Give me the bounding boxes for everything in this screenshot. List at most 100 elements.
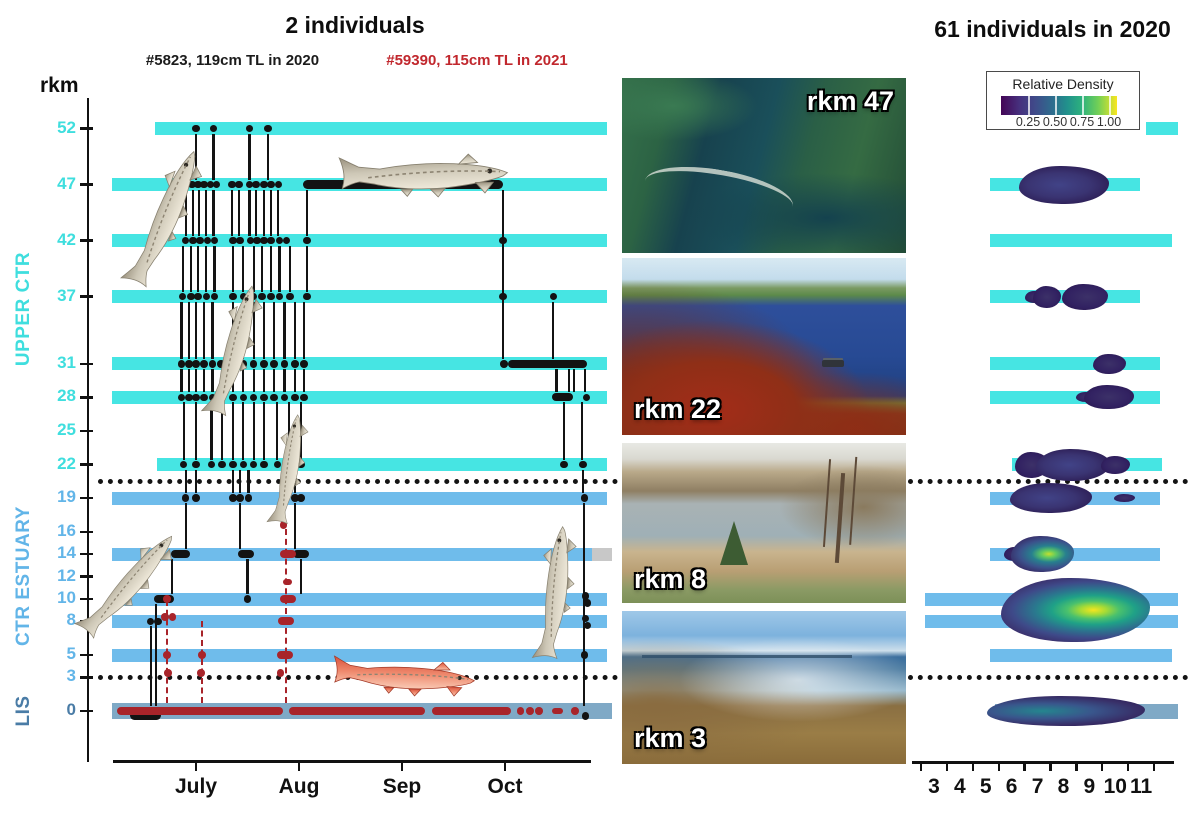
detection-dot (500, 360, 508, 368)
detection-dot (260, 360, 268, 368)
colorbar-tick (1109, 96, 1111, 115)
movement-line (180, 301, 183, 359)
movement-line (572, 368, 576, 393)
y-tick-label-12: 12 (57, 565, 76, 585)
detection-dot (275, 292, 284, 301)
detection-dot (229, 236, 237, 245)
detection-dot (200, 393, 209, 402)
movement-line (248, 189, 251, 236)
x-axis-tick (1049, 763, 1052, 771)
movement-line (273, 301, 276, 359)
density-blob-rkm-28 (1083, 385, 1134, 410)
density-blob-rkm-37 (1061, 283, 1108, 310)
y-axis-tick (80, 239, 93, 242)
detection-bar (292, 550, 310, 559)
detection-dot (535, 707, 543, 715)
y-axis-tick (80, 183, 93, 186)
colorbar-label: 0.75 (1069, 115, 1095, 129)
photo-label-rkm-8: rkm 8 (634, 564, 707, 594)
y-tick-label-3: 3 (66, 666, 76, 686)
y-tick-label-31: 31 (57, 352, 76, 372)
detection-dot (260, 460, 268, 469)
detection-bar (288, 707, 425, 715)
detection-dot (161, 613, 169, 621)
detection-dot (177, 393, 186, 402)
detection-dot (549, 292, 558, 301)
detection-dot (164, 669, 172, 677)
detection-dot (200, 360, 209, 368)
movement-line (171, 559, 174, 594)
y-axis-tick (80, 295, 93, 298)
movement-line (184, 469, 187, 494)
detection-dot (246, 236, 255, 245)
movement-line (231, 245, 235, 292)
x-axis-tick (297, 762, 301, 771)
density-blob-rkm-22 (1100, 455, 1130, 474)
movement-line (213, 245, 216, 292)
movement-line (187, 368, 190, 393)
y-tick-label-8: 8 (66, 610, 76, 630)
density-blob-rkm-31 (1093, 353, 1126, 374)
movement-line (252, 245, 255, 292)
river-band-rkm-5 (990, 648, 1172, 662)
detection-dot (181, 236, 190, 245)
movement-line (293, 301, 296, 359)
y-tick-label-16: 16 (57, 520, 76, 540)
x-axis-tick (1101, 763, 1104, 771)
y-tick-label-52: 52 (57, 117, 76, 137)
detection-bar (171, 550, 190, 559)
month-label-Oct: Oct (487, 775, 523, 798)
movement-line (260, 245, 263, 292)
river-band-rkm-28 (990, 390, 1160, 404)
region-boundary-dotted-line (908, 675, 1188, 680)
detection-dot (583, 599, 592, 607)
detection-dot (579, 460, 588, 469)
movement-line (270, 189, 273, 236)
month-number-11: 11 (1130, 775, 1153, 798)
movement-line (584, 368, 587, 393)
movement-line (262, 189, 266, 236)
movement-line (501, 189, 505, 359)
movement-line (231, 469, 235, 494)
month-label-Aug: Aug (278, 775, 320, 798)
movement-line-red (166, 599, 169, 703)
movement-line (252, 402, 255, 460)
detection-dot (198, 651, 206, 659)
movement-line (181, 245, 184, 292)
movement-line (194, 368, 198, 393)
detection-bar (508, 359, 588, 368)
movement-line-red (284, 529, 287, 703)
density-blob-rkm-9 (1001, 578, 1151, 643)
movement-line (210, 402, 213, 460)
movement-line (191, 189, 194, 236)
movement-line (194, 133, 198, 180)
detection-bar (282, 579, 292, 586)
y-axis-tick (80, 362, 93, 366)
region-boundary-dotted-line (908, 479, 1188, 484)
y-tick-label-5: 5 (66, 644, 76, 663)
river-band-rkm-14 (592, 547, 612, 561)
y-axis-tick (80, 496, 93, 500)
pine-tree (720, 521, 748, 565)
detection-dot (184, 360, 193, 368)
y-axis-tick (80, 597, 93, 601)
movement-line (552, 301, 555, 359)
movement-line (283, 301, 286, 359)
river-band-rkm-52 (1146, 122, 1178, 136)
y-tick-label-37: 37 (57, 285, 76, 305)
movement-line (299, 559, 303, 594)
bridge-span (642, 655, 852, 658)
month-number-7: 7 (1031, 775, 1044, 798)
y-axis-title: rkm (40, 74, 79, 97)
detection-dot (260, 393, 268, 402)
movement-line (194, 402, 198, 460)
movement-line (239, 469, 242, 494)
month-label-Sep: Sep (382, 775, 422, 798)
photo-rkm-22: rkm 22 (622, 258, 906, 435)
movement-line (189, 245, 192, 292)
movement-line (283, 368, 286, 393)
detection-dot (280, 360, 289, 368)
movement-line (262, 368, 266, 393)
detection-bar (280, 595, 296, 603)
x-axis-tick (1023, 763, 1026, 771)
